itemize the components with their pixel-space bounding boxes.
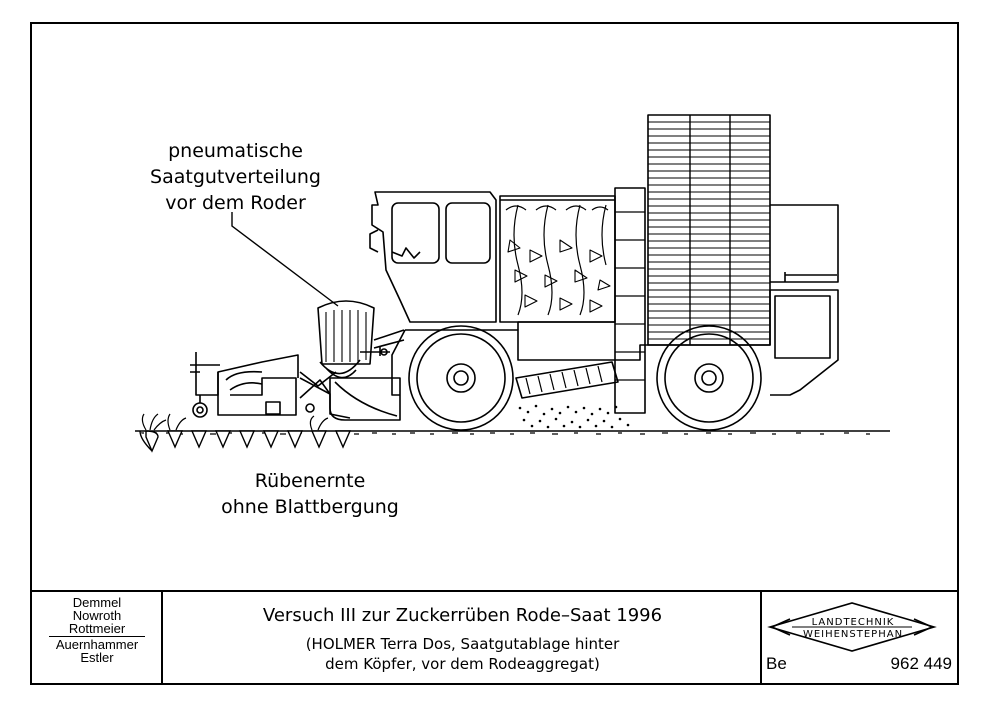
leader-line bbox=[231, 212, 339, 307]
logo-text-weihenstephan: WEIHENSTEPHAN bbox=[802, 629, 904, 640]
annotation-beet-harvest: Rübenernte ohne Blattbergung bbox=[180, 468, 440, 520]
author-name: Rottmeier bbox=[68, 621, 126, 636]
grid-tank bbox=[647, 114, 771, 346]
annotation-line: Saatgutverteilung bbox=[150, 166, 321, 188]
subtitle-line: (HOLMER Terra Dos, Saatgutablage hinter bbox=[305, 635, 620, 653]
drawing-number: 962 449 bbox=[890, 654, 952, 673]
front-wheel bbox=[408, 325, 514, 431]
logo-text-landtechnik: LANDTECHNIK bbox=[811, 617, 895, 628]
annotation-pneumatic-seed-distribution: pneumatische Saatgutverteilung vor dem R… bbox=[128, 138, 343, 216]
title-block-lines bbox=[31, 590, 958, 684]
drawing-border bbox=[30, 22, 959, 685]
seed-distributor bbox=[317, 300, 375, 365]
authors-cell: Demmel Nowroth Rottmeier Auernhammer Est… bbox=[36, 596, 158, 664]
engine-housing bbox=[770, 204, 839, 283]
sugar-beets bbox=[139, 430, 352, 453]
annotation-line: pneumatische bbox=[168, 140, 303, 162]
drawing-subtitle: (HOLMER Terra Dos, Saatgutablage hinter … bbox=[170, 634, 755, 674]
author-name: Estler bbox=[80, 650, 114, 665]
author-name: Auernhammer bbox=[55, 637, 139, 652]
topper-frame bbox=[195, 352, 299, 396]
chassis bbox=[405, 289, 839, 396]
drawing-title: Versuch III zur Zuckerrüben Rode–Saat 19… bbox=[262, 605, 663, 626]
elevator-column bbox=[614, 187, 646, 414]
cab-window-right bbox=[445, 202, 491, 264]
cleaning-roller bbox=[515, 361, 619, 399]
annotation-line: ohne Blattbergung bbox=[221, 496, 399, 518]
drawing-code-prefix: Be bbox=[766, 654, 787, 673]
annotation-line: Rübenernte bbox=[254, 470, 366, 492]
beet-leaves bbox=[141, 413, 329, 431]
seed-deposit bbox=[518, 404, 630, 429]
cab bbox=[371, 191, 497, 323]
author-name: Nowroth bbox=[72, 608, 122, 623]
bunker bbox=[499, 195, 616, 323]
annotation-line: vor dem Roder bbox=[165, 192, 306, 214]
landtechnik-logo bbox=[767, 602, 937, 652]
author-name: Demmel bbox=[72, 595, 122, 610]
harvester-machine bbox=[190, 114, 839, 431]
author-divider bbox=[49, 636, 145, 637]
rear-wheel bbox=[656, 325, 762, 431]
cab-window-left bbox=[391, 202, 440, 264]
subtitle-line: dem Köpfer, vor dem Rodeaggregat) bbox=[325, 655, 600, 673]
